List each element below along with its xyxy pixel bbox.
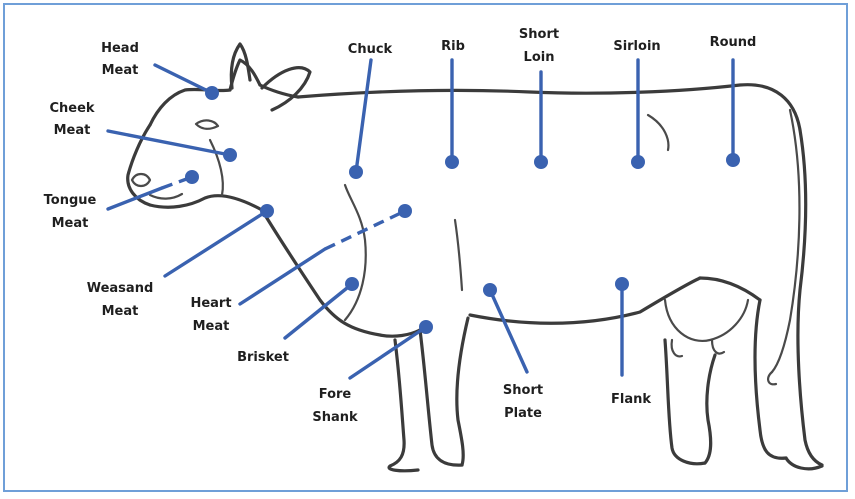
chuck-leader <box>356 60 371 172</box>
fore-shank-dot <box>419 320 433 334</box>
label-brisket: Brisket <box>237 350 289 365</box>
label-short-loin-line2: Loin <box>524 50 555 65</box>
head-meat-leader <box>155 65 212 93</box>
label-short-plate-line1: Short <box>503 383 543 398</box>
round-dot <box>726 153 740 167</box>
weasand-meat-leader <box>165 211 267 276</box>
head-meat-dot <box>205 86 219 100</box>
label-tongue-meat-line2: Meat <box>52 216 89 231</box>
cow-outline <box>128 44 822 471</box>
label-flank: Flank <box>611 392 651 407</box>
label-fore-shank-line1: Fore <box>319 387 352 402</box>
label-cheek-meat-line2: Meat <box>54 123 91 138</box>
weasand-meat-dot <box>260 204 274 218</box>
label-weasand-meat-line1: Weasand <box>87 281 154 296</box>
label-chuck: Chuck <box>348 42 393 57</box>
flank-dot <box>615 277 629 291</box>
label-tongue-meat-line1: Tongue <box>44 193 97 208</box>
label-sirloin: Sirloin <box>613 39 660 54</box>
label-rib: Rib <box>441 39 465 54</box>
label-heart-meat-line2: Meat <box>193 319 230 334</box>
label-head-meat-line2: Meat <box>102 63 139 78</box>
cheek-meat-dot <box>223 148 237 162</box>
label-fore-shank-line2: Shank <box>312 410 358 425</box>
short-plate-dot <box>483 283 497 297</box>
short-loin-dot <box>534 155 548 169</box>
label-short-plate-line2: Plate <box>504 406 542 421</box>
heart-meat-dot <box>398 204 412 218</box>
tongue-meat-dot <box>185 170 199 184</box>
label-weasand-meat-line2: Meat <box>102 304 139 319</box>
heart-meat-leader <box>240 249 325 304</box>
chuck-dot <box>349 165 363 179</box>
label-heart-meat-line1: Heart <box>190 296 231 311</box>
brisket-dot <box>345 277 359 291</box>
short-plate-leader <box>490 290 527 372</box>
cut-labels: Head Meat Cheek Meat Tongue Meat Weasand… <box>44 27 757 425</box>
sirloin-dot <box>631 155 645 169</box>
label-round: Round <box>710 35 757 50</box>
rib-dot <box>445 155 459 169</box>
brisket-leader <box>285 284 352 338</box>
label-short-loin-line1: Short <box>519 27 559 42</box>
label-cheek-meat-line1: Cheek <box>49 101 94 116</box>
label-head-meat-line1: Head <box>101 41 139 56</box>
